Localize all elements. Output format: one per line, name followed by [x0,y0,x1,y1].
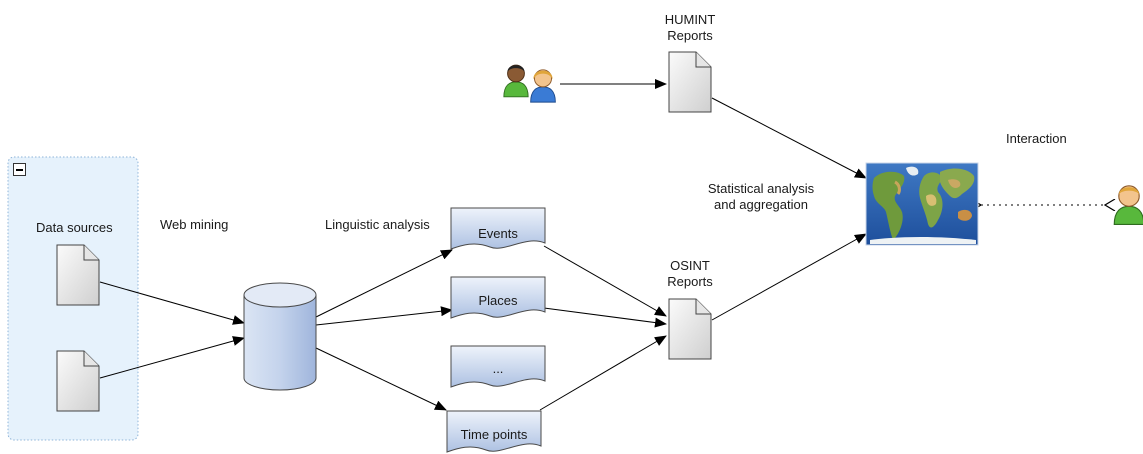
entity-label-ellipsis: ... [492,361,504,376]
label-osint-line1: OSINT [670,258,710,273]
document-icon [668,298,712,360]
entity-label-events: Events [478,226,518,241]
edge-humint-map [711,97,867,179]
label-humint-line2: Reports [667,28,713,43]
edge-events-osint [543,245,667,317]
label-linguistic-analysis: Linguistic analysis [325,217,430,232]
label-osint-reports: OSINT Reports [650,258,730,290]
edge-timepoints-osint [539,335,667,411]
edge-db-timepoints [315,347,447,411]
collapse-icon[interactable] [13,163,26,176]
label-interaction: Interaction [1006,131,1067,146]
document-icon [668,51,712,113]
edge-osint-map [711,233,867,321]
edge-db-places [315,306,453,326]
user-icon [1113,185,1143,225]
entity-label-places: Places [478,293,518,308]
document-icon [56,350,100,412]
label-statistical-line1: Statistical analysis [707,181,815,196]
edges [99,79,1105,411]
entity-label-timepoints: Time points [460,427,528,442]
edge-doc2-db [99,336,245,379]
database-icon [243,282,317,391]
label-statistical-line2: and aggregation [714,197,808,212]
edge-db-events [315,249,453,318]
label-web-mining: Web mining [160,217,229,232]
label-statistical-analysis: Statistical analysis and aggregation [676,181,846,213]
group-title: Data sources [36,220,113,235]
edge-doc1-db [99,281,245,325]
world-map-icon [865,162,979,246]
label-humint-reports: HUMINT Reports [650,12,730,44]
label-osint-line2: Reports [667,274,713,289]
document-icon [56,244,100,306]
users-icon [503,64,556,103]
edge-places-osint [543,307,667,328]
label-humint-line1: HUMINT [664,12,716,27]
